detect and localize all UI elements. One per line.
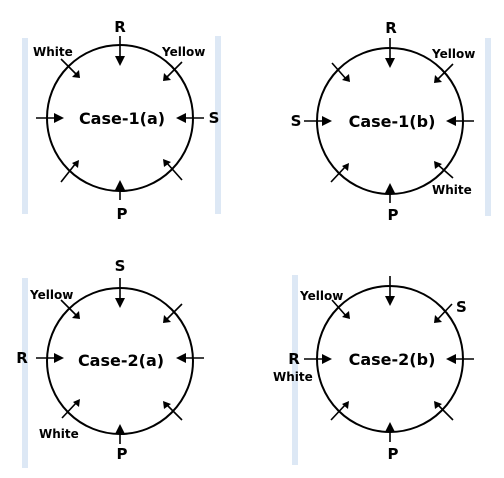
arrow-bottom-right xyxy=(436,403,454,421)
diagram-case-2b: Case-2(b) P R White Yellow S xyxy=(273,275,474,465)
left-wall xyxy=(22,38,28,214)
label-bottom: P xyxy=(117,205,128,223)
arrow-top-right xyxy=(436,63,454,81)
right-wall xyxy=(215,36,221,214)
label-left: R xyxy=(288,350,300,368)
arrow-top-left xyxy=(331,62,348,81)
arrow-bottom-left xyxy=(60,162,77,183)
case-title: Case-1(a) xyxy=(79,109,165,128)
case-title: Case-1(b) xyxy=(349,112,436,131)
label-top-right: Yellow xyxy=(161,45,205,59)
label-bottom: P xyxy=(117,445,128,463)
label-top-left: White xyxy=(33,45,73,59)
label-top: S xyxy=(115,257,126,275)
arrow-bottom-right xyxy=(436,163,454,179)
label-bottom-left: White xyxy=(39,427,79,441)
left-wall xyxy=(292,275,298,465)
arrow-bottom-left xyxy=(61,401,78,419)
arrow-top-left xyxy=(331,299,348,318)
arrow-top-left xyxy=(60,58,78,76)
label-left-sub: White xyxy=(273,370,313,384)
label-bottom: P xyxy=(388,445,399,463)
label-top-left: Yellow xyxy=(29,288,73,302)
arrow-bottom-left xyxy=(330,165,347,183)
label-top-right: S xyxy=(456,298,467,316)
label-bottom: P xyxy=(388,206,399,224)
label-top: R xyxy=(385,19,397,37)
arrow-top-right xyxy=(165,303,183,321)
label-left: R xyxy=(16,349,28,367)
arrow-top-left xyxy=(60,299,78,317)
label-left: S xyxy=(291,112,302,130)
case-title: Case-2(a) xyxy=(78,351,164,370)
arrow-bottom-right xyxy=(165,403,183,421)
label-top: R xyxy=(114,18,126,36)
label-bottom-right: White xyxy=(432,183,472,197)
diagram-case-1a: Case-1(a) R P S White Yellow xyxy=(22,18,221,223)
diagram-case-2a: Case-2(a) S P R Yellow White xyxy=(16,257,204,468)
arrow-bottom-right xyxy=(165,161,183,181)
left-wall xyxy=(22,278,28,468)
label-top-right: Yellow xyxy=(431,47,475,61)
label-top-left: Yellow xyxy=(299,289,343,303)
case-title: Case-2(b) xyxy=(349,350,436,369)
arrow-bottom-left xyxy=(330,403,347,421)
arrow-top-right xyxy=(436,303,453,321)
label-right: S xyxy=(209,109,220,127)
arrow-top-right xyxy=(165,61,183,79)
diagram-case-1b: Case-1(b) R P S Yellow White xyxy=(291,19,491,224)
right-wall xyxy=(485,38,491,216)
